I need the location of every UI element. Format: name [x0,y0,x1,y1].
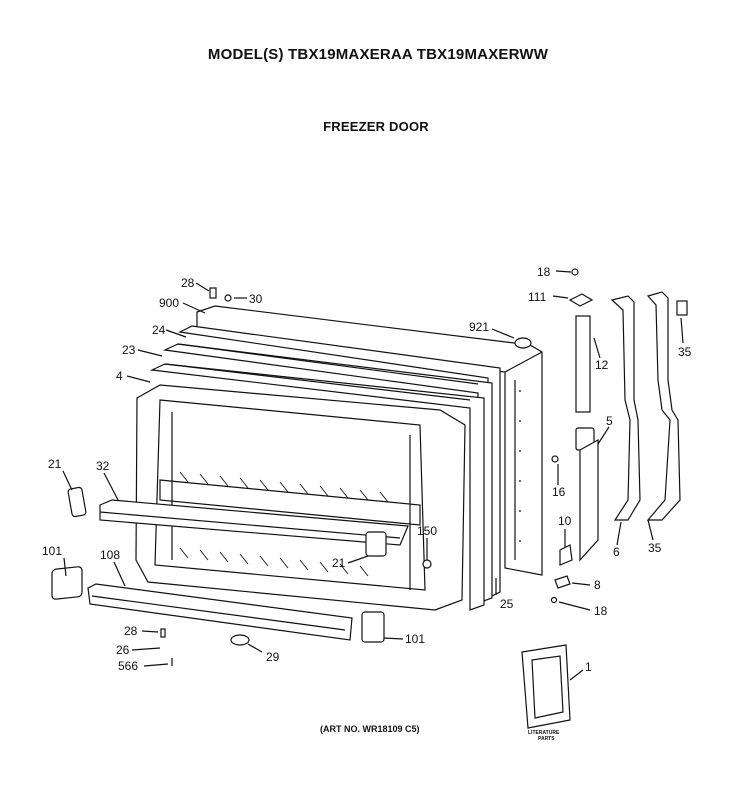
callout-101-right: 101 [405,632,425,646]
callout-21-left: 21 [48,457,62,471]
callout-35-top: 35 [678,345,692,359]
literature-text: LITERATURE [528,730,560,736]
callout-32: 32 [96,459,110,473]
door-shelf-bar [99,499,409,546]
callout-29: 29 [266,650,280,664]
callout-108: 108 [100,548,120,562]
section-title: FREEZER DOOR [323,119,429,134]
callout-4: 4 [116,369,123,383]
callout-35-bottom: 35 [648,541,662,555]
callout-30: 30 [249,292,263,306]
callout-26: 26 [116,643,130,657]
small-parts [51,268,688,666]
door-gasket-layers [149,325,501,611]
callout-150: 150 [417,524,437,538]
callout-24: 24 [152,323,166,337]
bottom-trim [87,583,353,641]
callout-16: 16 [552,485,566,499]
callout-8: 8 [594,578,601,592]
callout-5: 5 [606,414,613,428]
callout-18-top: 18 [537,265,551,279]
callout-12: 12 [595,358,609,372]
callout-1: 1 [585,660,592,674]
callout-10: 10 [558,514,572,528]
art-number: (ART NO. WR18109 C5) [320,724,420,734]
callout-21-right: 21 [332,556,346,570]
callout-111: 111 [528,290,547,304]
callout-labels: 28 30 900 24 23 4 21 32 101 108 28 26 56… [42,265,692,674]
callout-900: 900 [159,296,179,310]
callout-28-top: 28 [181,276,195,290]
model-title: MODEL(S) TBX19MAXERAA TBX19MAXERWW [207,46,549,63]
parts-text: PARTS [538,736,555,742]
callout-28-bottom: 28 [124,624,138,638]
callout-25: 25 [500,597,514,611]
callout-6: 6 [613,545,620,559]
inner-door-liner [135,384,466,611]
callout-23: 23 [122,343,136,357]
callout-921: 921 [469,320,489,334]
plug-921 [514,337,532,349]
literature-booklet: LITERATURE PARTS [521,644,571,742]
callout-18-bottom: 18 [594,604,608,618]
callout-101-left: 101 [42,544,62,558]
leader-lines [62,270,684,681]
callout-566: 566 [118,659,138,673]
